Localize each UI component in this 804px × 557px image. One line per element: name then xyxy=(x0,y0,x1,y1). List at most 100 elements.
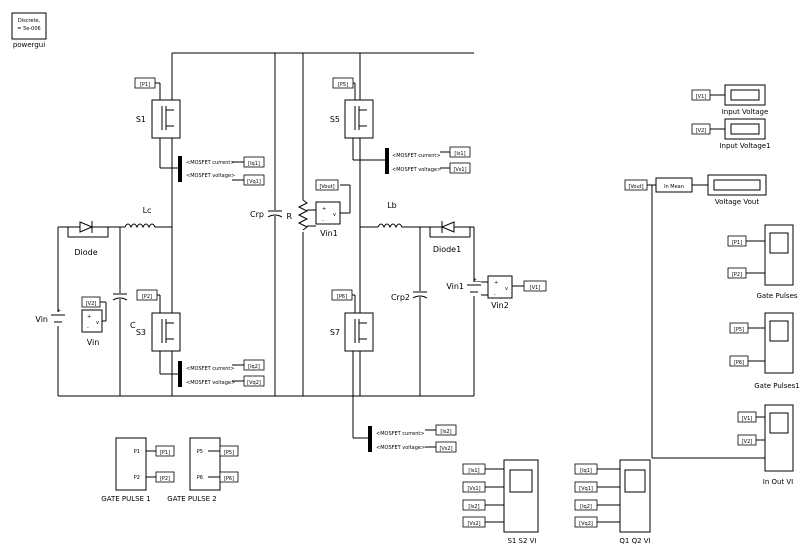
svg-text:<MOSFET voltage>: <MOSFET voltage> xyxy=(186,173,235,179)
tag-p1-from: [P1] xyxy=(134,77,161,100)
svg-text:[V1]: [V1] xyxy=(742,416,753,422)
gate-pulse-1[interactable]: P1 P2 [P1] [P2] GATE PULSE 1 xyxy=(101,437,175,503)
tag-p5-from: [P5] xyxy=(332,77,356,100)
mosfet-s5[interactable]: S5 xyxy=(330,99,374,139)
svg-text:[P1]: [P1] xyxy=(160,450,170,456)
dc-source-vin[interactable]: + Vin xyxy=(35,308,65,326)
svg-text:[P5]: [P5] xyxy=(224,450,234,456)
display-voltage-vout[interactable]: [Vout] In Mean Voltage Vout xyxy=(624,174,767,459)
svg-text:[Is2]: [Is2] xyxy=(468,504,479,510)
capacitor-crp2[interactable]: Crp2 xyxy=(391,291,428,302)
tag-p2-from: [P2] xyxy=(136,289,161,313)
svg-text:[V1]: [V1] xyxy=(530,285,541,291)
scope-s1s2[interactable]: [Is1] [Vs1] [Is2] [Vs2] S1 S2 VI xyxy=(462,459,539,545)
powergui-mode: Discrete, xyxy=(18,18,41,24)
svg-text:-: - xyxy=(87,325,89,331)
in-out-vi-label: In Out VI xyxy=(763,478,794,486)
voltage-meas-vin1[interactable]: + - v Vin1 [Vout] xyxy=(315,179,341,238)
bus-selector-s7: <MOSFET current> <MOSFET voltage> [Is2] … xyxy=(352,351,457,453)
s3-label: S3 xyxy=(136,328,146,337)
svg-text:<MOSFET current>: <MOSFET current> xyxy=(392,153,441,159)
tag-vq2 xyxy=(243,375,265,387)
scope-s1s2-label: S1 S2 VI xyxy=(507,537,536,545)
tag-iq2 xyxy=(243,359,265,371)
svg-text:[P6]: [P6] xyxy=(734,360,744,366)
svg-text:[Vq2]: [Vq2] xyxy=(247,380,261,386)
diode[interactable]: Diode xyxy=(74,221,98,257)
svg-text:[Vout]: [Vout] xyxy=(628,184,643,190)
svg-text:[V2]: [V2] xyxy=(696,128,707,134)
bus-selector-s5: <MOSFET current> <MOSFET voltage> [Is1] … xyxy=(352,138,471,174)
dc-source-vin1[interactable]: + Vin1 xyxy=(446,277,481,296)
s1-label: S1 xyxy=(136,115,146,124)
lc-label: Lc xyxy=(143,206,152,215)
powergui-block[interactable]: Discrete, = 5e-006 powergui xyxy=(11,12,47,49)
diode1-label: Diode1 xyxy=(433,245,461,254)
r-label: R xyxy=(286,212,292,221)
svg-text:+: + xyxy=(57,308,61,314)
svg-text:+: + xyxy=(322,206,326,212)
gate-pulse-2[interactable]: P5 P6 [P5] [P6] GATE PULSE 2 xyxy=(167,437,239,503)
svg-text:<MOSFET voltage>: <MOSFET voltage> xyxy=(186,380,235,386)
display-input-voltage[interactable]: [V1] Input Voltage xyxy=(691,84,768,116)
voltage-meas-vin[interactable]: + - v Vin [V2] xyxy=(81,296,107,347)
tag-p6-from: [P6] xyxy=(331,289,356,313)
inductor-lc[interactable]: Lc xyxy=(124,206,160,229)
tag-vq1 xyxy=(243,174,265,186)
svg-text:P5: P5 xyxy=(197,449,203,455)
svg-text:[P6]: [P6] xyxy=(224,476,234,482)
svg-text:[Vs1]: [Vs1] xyxy=(453,167,466,173)
scope-gate-pulses[interactable]: [P1] [P2] Gate Pulses xyxy=(727,224,798,300)
lb-label: Lb xyxy=(387,201,397,210)
bus-selector-s1: <MOSFET current> <MOSFET voltage> [Iq1] … xyxy=(159,138,265,186)
tag-vs1 xyxy=(449,162,471,174)
display-input-voltage1[interactable]: [V2] Input Voltage1 xyxy=(691,118,771,150)
c-label: C xyxy=(130,321,136,330)
svg-text:[Iq1]: [Iq1] xyxy=(580,468,592,474)
capacitor-crp[interactable]: Crp xyxy=(250,210,283,219)
svg-text:<MOSFET current>: <MOSFET current> xyxy=(186,160,235,166)
diode1[interactable]: Diode1 xyxy=(433,221,461,254)
scope-q1q2[interactable]: [Iq1] [Vq1] [Iq2] [Vq2] Q1 Q2 VI xyxy=(574,459,651,545)
svg-text:[Iq1]: [Iq1] xyxy=(248,161,260,167)
tag-is2 xyxy=(435,424,457,436)
svg-text:P1: P1 xyxy=(134,449,140,455)
s7-label: S7 xyxy=(330,328,340,337)
scope-in-out-vi[interactable]: [V1] [V2] In Out VI xyxy=(737,404,794,486)
voltage-meas-vin2[interactable]: + - v Vin2 [V1] xyxy=(487,275,547,310)
svg-text:[Vq1]: [Vq1] xyxy=(247,179,261,185)
svg-text:+: + xyxy=(473,277,477,283)
crp-label: Crp xyxy=(250,210,264,219)
crp2-label: Crp2 xyxy=(391,293,410,302)
mosfet-s7[interactable]: S7 xyxy=(330,312,374,352)
svg-text:In Mean: In Mean xyxy=(664,184,684,190)
svg-text:P2: P2 xyxy=(134,475,140,481)
powergui-label: powergui xyxy=(13,41,45,49)
svg-text:[Vq2]: [Vq2] xyxy=(579,521,593,527)
bus-selector-s3: <MOSFET current> <MOSFET voltage> [Iq2] … xyxy=(159,351,265,387)
svg-text:<MOSFET current>: <MOSFET current> xyxy=(376,431,425,437)
tag-v1-out xyxy=(523,280,547,292)
svg-text:<MOSFET current>: <MOSFET current> xyxy=(186,366,235,372)
mosfet-s3[interactable]: S3 xyxy=(136,312,181,352)
svg-text:+: + xyxy=(87,314,91,320)
tag-is1 xyxy=(449,146,471,158)
svg-text:<MOSFET voltage>: <MOSFET voltage> xyxy=(392,167,441,173)
gate-pulse-1-label: GATE PULSE 1 xyxy=(101,495,150,503)
mosfet-s1[interactable]: S1 xyxy=(136,99,181,139)
svg-text:P6: P6 xyxy=(197,475,203,481)
scope-gate-pulses1[interactable]: [P5] [P6] Gate Pulses1 xyxy=(729,312,800,390)
voltage-vout-label: Voltage Vout xyxy=(715,198,759,206)
svg-text:[Iq2]: [Iq2] xyxy=(580,504,592,510)
resistor-r[interactable]: R xyxy=(286,199,309,232)
svg-text:[P2]: [P2] xyxy=(160,476,170,482)
svg-text:v: v xyxy=(96,320,99,326)
svg-text:[P1]: [P1] xyxy=(732,240,742,246)
svg-text:[P2]: [P2] xyxy=(732,272,742,278)
inductor-lb[interactable]: Lb xyxy=(377,201,404,229)
capacitor-c[interactable]: C xyxy=(112,293,136,330)
gate-pulses-label: Gate Pulses xyxy=(756,292,797,300)
svg-text:+: + xyxy=(494,280,498,286)
scope-q1q2-label: Q1 Q2 VI xyxy=(619,537,650,545)
